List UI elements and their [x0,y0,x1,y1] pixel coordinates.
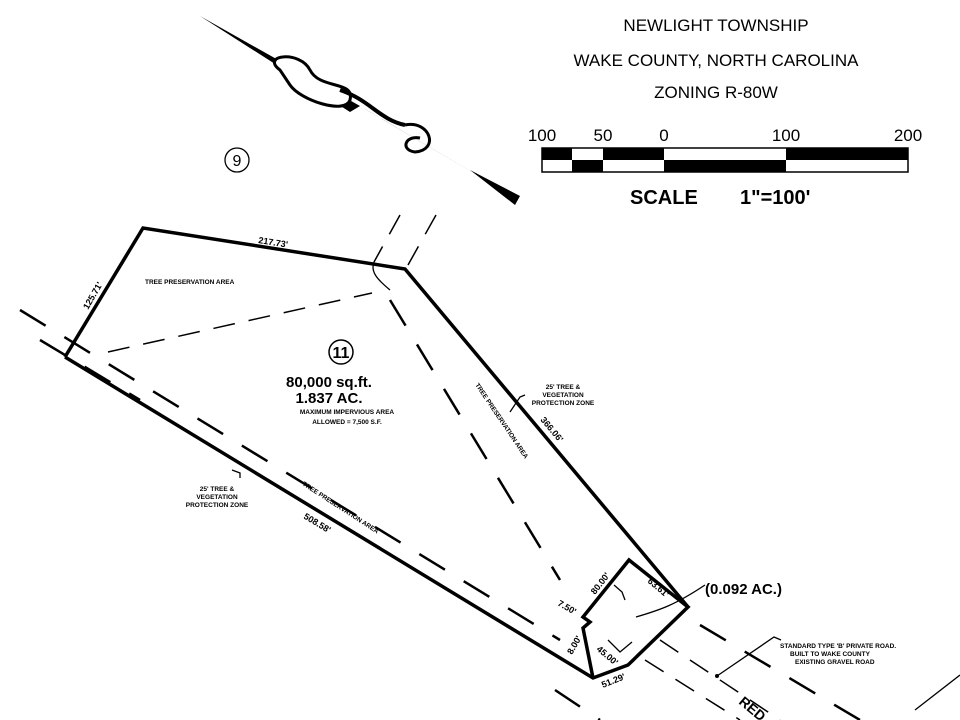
road-line [407,214,437,266]
road-line [659,639,781,720]
road-note: EXISTING GRAVEL ROAD [795,659,875,666]
dimension-bottom: 508.58' [302,511,333,535]
dimension-lot: 7.50' [556,598,578,616]
house-outline [607,639,633,653]
impervious-note: MAXIMUM IMPERVIOUS AREA [300,409,395,416]
leader-line [231,469,241,478]
road-line [914,674,960,711]
zone-label: VEGETATION [542,392,584,399]
dimension-lot: 63.61' [646,576,671,600]
scale-label: SCALE [630,187,698,209]
scale-ratio: 1"=100' [740,187,810,209]
zone-label: PROTECTION ZONE [186,502,249,509]
small-lot-area: (0.092 AC.) [705,581,782,598]
township-title: NEWLIGHT TOWNSHIP [623,16,808,35]
county-title: WAKE COUNTY, NORTH CAROLINA [574,51,860,70]
parcel-area-acres: 1.837 AC. [296,390,363,407]
road-line [554,688,601,720]
buffer-line-right [388,299,562,581]
tree-area-line [107,292,373,353]
dimension-top: 217.73' [258,235,289,250]
lot-9-number: 9 [233,153,242,170]
road-name: RED [736,693,769,720]
small-lot-boundary [64,355,691,680]
north-arrow-icon [200,16,540,212]
zone-label: 25' TREE & [200,486,235,493]
impervious-note: ALLOWED = 7,500 S.F. [312,419,382,426]
zone-label: PROTECTION ZONE [532,400,595,407]
parcel-boundary [63,226,690,609]
road-note: BUILT TO WAKE COUNTY [790,651,871,658]
house-outline [613,584,626,601]
lot-11-number: 11 [333,345,350,362]
scale-tick: 200 [894,126,922,145]
buffer-line [39,338,141,402]
scale-tick: 100 [528,126,556,145]
scale-tick: 0 [659,126,668,145]
scale-tick: 100 [772,126,800,145]
buffer-line-bottom [19,308,561,642]
scale-tick: 50 [594,126,613,145]
zone-label: VEGETATION [196,494,238,501]
lot-11-marker [328,339,354,365]
tree-area-label: TREE PRESERVATION AREA [145,279,235,286]
leader-line [635,584,706,618]
road-note: STANDARD TYPE 'B' PRIVATE ROAD. [780,643,896,650]
zoning-title: ZONING R-80W [654,83,778,102]
leader-line [509,394,526,413]
zone-label: 25' TREE & [546,384,581,391]
dimension-lot: 8.00' [565,634,583,656]
road-curve [372,261,391,291]
leader-line [716,636,782,677]
parcel-area-sqft: 80,000 sq.ft. [286,374,372,391]
dimension-right: 366.06' [538,415,565,444]
road-line [373,214,401,263]
scale-bar: 100 50 0 100 200 SCALE 1"=100' [528,126,922,209]
lot-9-marker [224,147,250,173]
road-line [644,659,741,720]
